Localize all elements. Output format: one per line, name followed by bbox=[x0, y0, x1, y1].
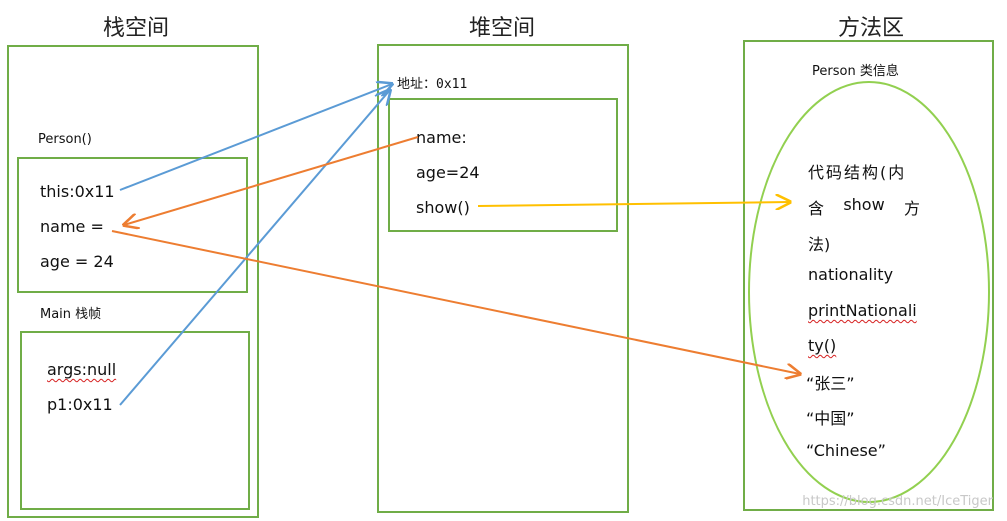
main-field-args-text: args:null bbox=[47, 360, 117, 379]
method-print-nationality-part1: printNationali bbox=[808, 301, 917, 320]
code-structure-line-2: 含 show 方 bbox=[808, 195, 920, 219]
person-field-name: name = bbox=[40, 217, 104, 236]
person-field-age: age = 24 bbox=[40, 252, 114, 271]
main-stack-frame bbox=[20, 331, 250, 510]
method-print-nationality-text2: ty() bbox=[808, 336, 837, 355]
class-info-label: Person 类信息 bbox=[812, 64, 899, 79]
heap-field-show: show() bbox=[416, 198, 470, 217]
main-frame-label: Main 栈帧 bbox=[40, 307, 102, 322]
main-field-p1: p1:0x11 bbox=[47, 395, 113, 414]
heap-field-age: age=24 bbox=[416, 163, 480, 182]
heap-address-label: 地址：0x11 bbox=[397, 77, 468, 92]
literal-zhangsan: “张三” bbox=[806, 374, 855, 393]
literal-chinese: “Chinese” bbox=[806, 441, 886, 460]
heap-space-title: 堆空间 bbox=[469, 16, 536, 41]
method-area-title: 方法区 bbox=[838, 16, 905, 41]
code-word-show: show bbox=[843, 195, 885, 214]
code-word-fang: 方 bbox=[903, 199, 920, 218]
field-nationality: nationality bbox=[808, 265, 894, 284]
person-field-this: this:0x11 bbox=[40, 182, 115, 201]
code-structure-line-3: 法) bbox=[808, 235, 831, 254]
method-print-nationality-part2: ty() bbox=[808, 336, 836, 355]
main-field-args: args:null bbox=[47, 360, 116, 379]
code-structure-line-1: 代码结构(内 bbox=[808, 163, 907, 182]
watermark: https://blog.csdn.net/IceTiger bbox=[802, 494, 993, 509]
code-word-han: 含 bbox=[808, 199, 825, 218]
method-print-nationality-text1: printNationali bbox=[808, 301, 917, 320]
person-frame-label: Person() bbox=[38, 132, 92, 147]
literal-zhongguo: “中国” bbox=[806, 409, 855, 428]
heap-field-name: name: bbox=[416, 128, 467, 147]
stack-space-title: 栈空间 bbox=[103, 16, 170, 41]
